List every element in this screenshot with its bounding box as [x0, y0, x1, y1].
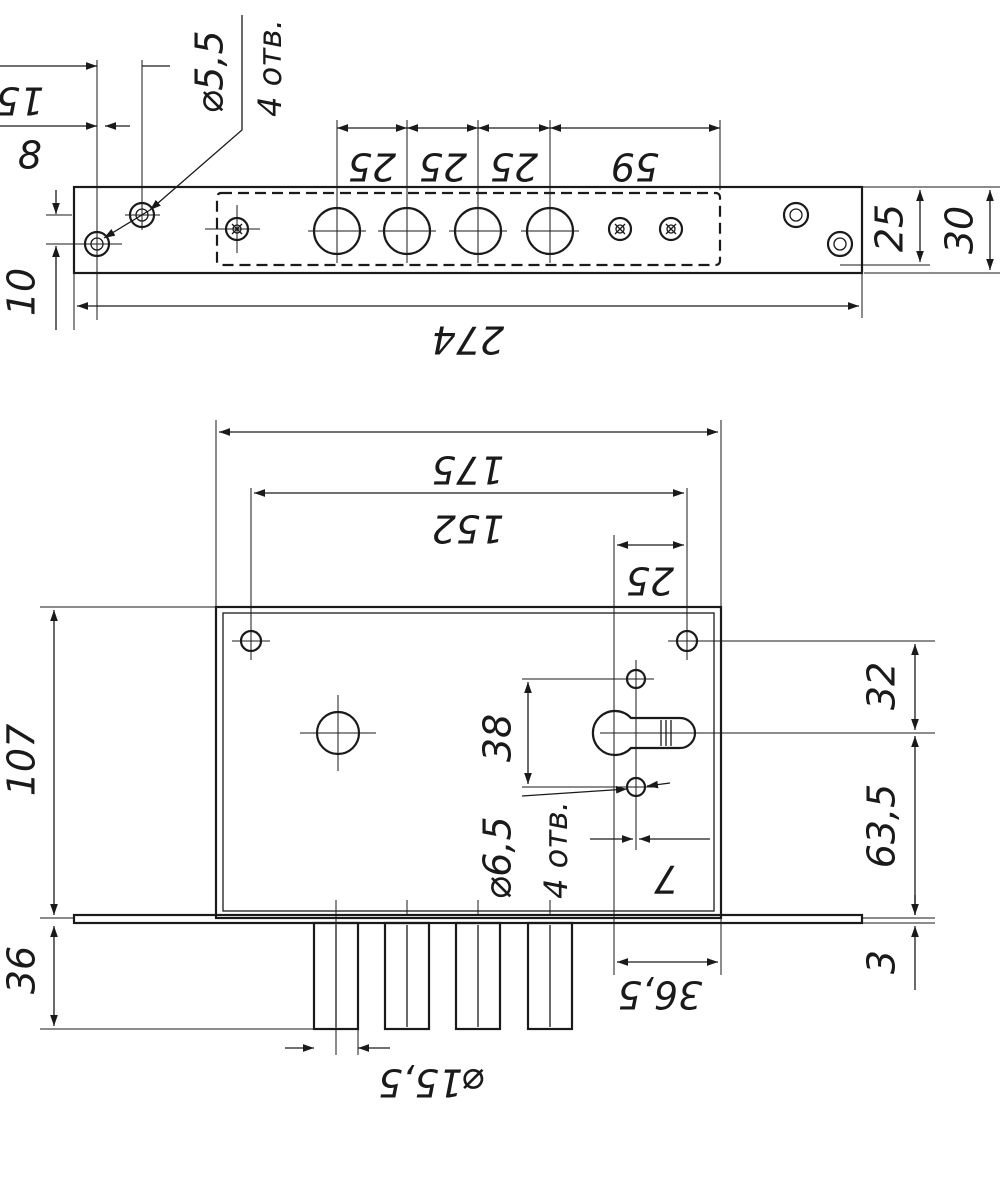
bolt: [454, 921, 502, 1031]
bolt: [526, 921, 574, 1031]
dim-bolt-pitch-2: 25: [419, 145, 467, 189]
screw-mark: [607, 216, 633, 242]
mounting-hole: [826, 230, 854, 258]
dim-hole-offset-x: 15: [0, 79, 44, 123]
dim-plate-thickness: 3: [860, 950, 904, 974]
dim-plate-length: 274: [432, 318, 505, 362]
dim-cylinder-offset: 25: [626, 559, 674, 603]
dim-plate-inner-height: 25: [868, 204, 912, 252]
dim-screw-offset: 7: [654, 857, 678, 901]
dim-cylinder-to-bottom: 63,5: [860, 784, 904, 869]
strike-plate-outline: [72, 185, 864, 275]
dim-body-height: 107: [0, 724, 44, 797]
dim-hole-offset-y: 10: [0, 268, 44, 316]
dim-mount-hole-diameter: ⌀5,5: [188, 30, 232, 113]
dim-hole-offset-x2: 8: [18, 134, 42, 178]
mounting-hole: [782, 201, 810, 229]
dimension-lines-body: [50, 428, 919, 1052]
lock-body-inner-edge: [222, 612, 715, 912]
dim-top-to-cylinder: 32: [860, 662, 904, 710]
lock-body-outline: [214, 605, 723, 920]
dim-bolt-diameter: ⌀15,5: [378, 1061, 486, 1105]
dim-cylinder-hole-spacing: 38: [476, 714, 520, 762]
dim-body-hole-spacing: 152: [432, 507, 505, 551]
screw-mark: [658, 216, 684, 242]
strike-plate-view: 25 25 25 59 274 25 30 15 8 10 ⌀5,5 4 отв…: [0, 15, 1000, 362]
dim-mount-hole-note: 4 отв.: [251, 19, 289, 117]
center-lines-body: [40, 420, 935, 1055]
dimension-lines: [0, 15, 994, 330]
lock-body-view: 175 152 25 107 36 38 32 63,5 3 7 36,5 ⌀6…: [0, 420, 935, 1105]
dim-body-hole-diameter: ⌀6,5: [476, 816, 520, 899]
dim-bolt-projection: 36: [0, 946, 44, 994]
dim-backset: 36,5: [618, 973, 703, 1017]
dim-body-outer-width: 175: [432, 448, 505, 492]
dim-bolt-pitch-1: 25: [348, 145, 396, 189]
strike-plate-pocket: [215, 191, 722, 267]
dim-body-hole-note: 4 отв.: [537, 801, 575, 899]
dim-bolt-to-edge: 59: [611, 145, 659, 189]
bolt: [383, 921, 431, 1031]
dim-bolt-pitch-3: 25: [490, 145, 538, 189]
dim-plate-height: 30: [938, 206, 982, 254]
